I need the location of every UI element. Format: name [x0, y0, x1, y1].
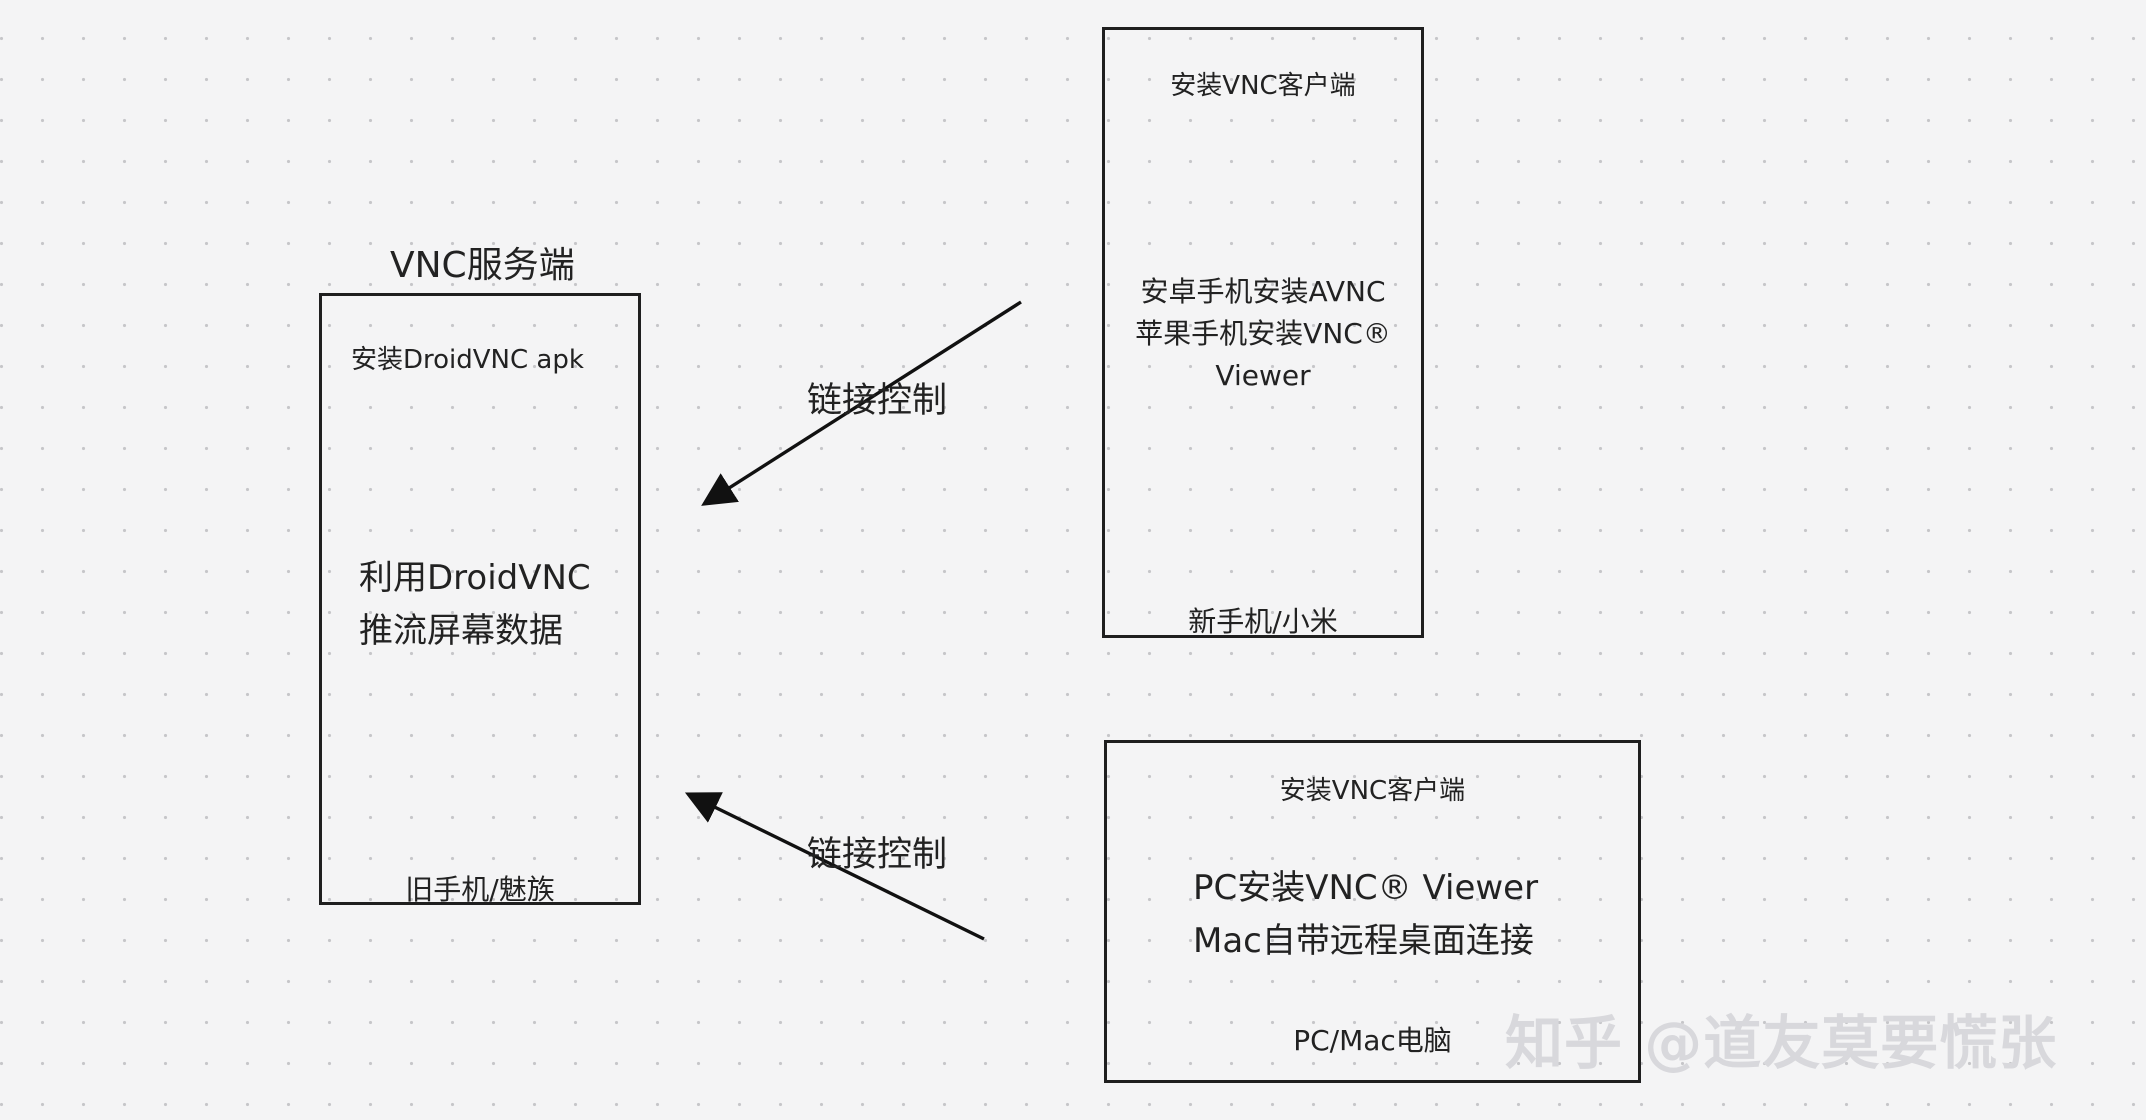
pc-client-install-label: 安装VNC客户端 [1279, 776, 1466, 806]
server-description: 利用DroidVNC 推流屏幕数据 [359, 552, 591, 658]
pc-client-device-label: PC/Mac电脑 [1293, 1024, 1452, 1057]
pc-client-box [1104, 740, 1641, 1083]
watermark: 知乎 @道友莫要慌张 [1505, 1009, 2058, 1077]
phone-client-description-line: 安卓手机安装AVNC [1140, 275, 1386, 308]
connection-label: 链接控制 [807, 835, 948, 875]
server-install-label: 安装DroidVNC apk [351, 345, 584, 375]
phone-client-description-line: Viewer [1215, 359, 1311, 392]
phone-client-box [1102, 27, 1424, 638]
phone-client-install-label: 安装VNC客户端 [1170, 71, 1356, 101]
server-heading: VNC服务端 [390, 245, 575, 286]
server-description-line: 推流屏幕数据 [359, 611, 563, 651]
arrow-phone-to-server [701, 300, 1022, 506]
arrow-pc-to-server [684, 792, 985, 941]
pc-client-description-line: PC安装VNC® Viewer [1193, 868, 1539, 908]
server-description-line: 利用DroidVNC [359, 558, 591, 598]
phone-client-device-label: 新手机/小米 [1188, 605, 1338, 638]
connection-label: 链接控制 [807, 381, 948, 421]
server-box [319, 293, 641, 905]
phone-client-description: 安卓手机安装AVNC 苹果手机安装VNC® Viewer [1102, 271, 1424, 397]
server-device-label: 旧手机/魅族 [405, 873, 555, 906]
phone-client-description-line: 苹果手机安装VNC® [1135, 317, 1391, 350]
pc-client-description-line: Mac自带远程桌面连接 [1193, 921, 1534, 961]
pc-client-description: PC安装VNC® Viewer Mac自带远程桌面连接 [1193, 862, 1538, 968]
